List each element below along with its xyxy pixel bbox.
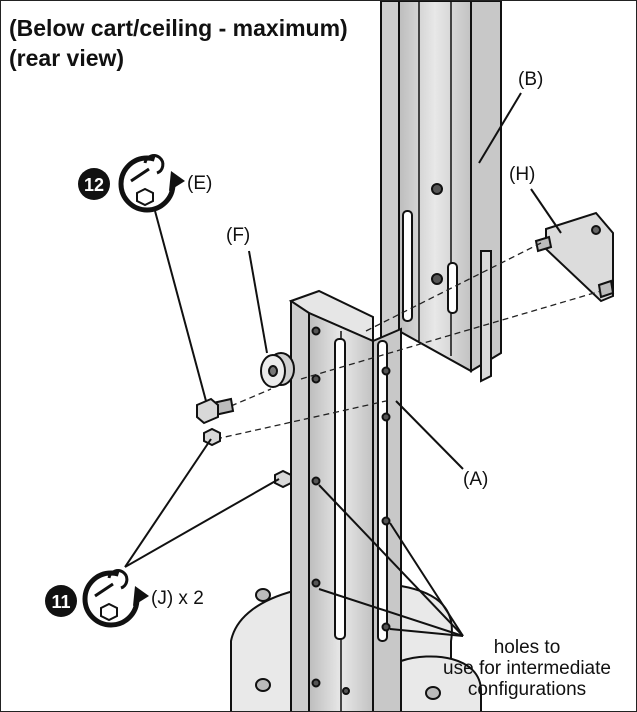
column-b	[380, 1, 502, 383]
label-h: (H)	[509, 164, 536, 185]
step-11-badge: 11	[45, 585, 77, 617]
nut-j	[203, 427, 292, 489]
spacer-f	[260, 352, 295, 388]
label-f: (F)	[226, 225, 251, 246]
label-j: (J) x 2	[151, 588, 204, 609]
bolt-e	[196, 397, 235, 425]
intermediate-holes-note: holes to use for intermediate configurat…	[421, 637, 633, 700]
column-a	[288, 289, 402, 711]
label-a: (A)	[463, 469, 489, 490]
svg-text:11: 11	[51, 592, 70, 612]
bracket-h	[534, 211, 615, 303]
alignment-lines	[215, 242, 602, 440]
step-12-badge: 12	[78, 168, 110, 200]
wrench-tighten-icon	[82, 569, 149, 628]
heading-line-2: (rear view)	[9, 45, 125, 71]
svg-text:12: 12	[84, 175, 104, 195]
leader-lines	[124, 92, 562, 637]
note-line-3: configurations	[467, 679, 587, 700]
wrench-tighten-icon	[118, 154, 185, 213]
note-line-2: use for intermediate	[443, 658, 611, 679]
label-e: (E)	[187, 173, 213, 194]
label-b: (B)	[518, 69, 544, 90]
heading-line-1: (Below cart/ceiling - maximum)	[9, 15, 348, 41]
note-line-1: holes to	[493, 637, 561, 658]
